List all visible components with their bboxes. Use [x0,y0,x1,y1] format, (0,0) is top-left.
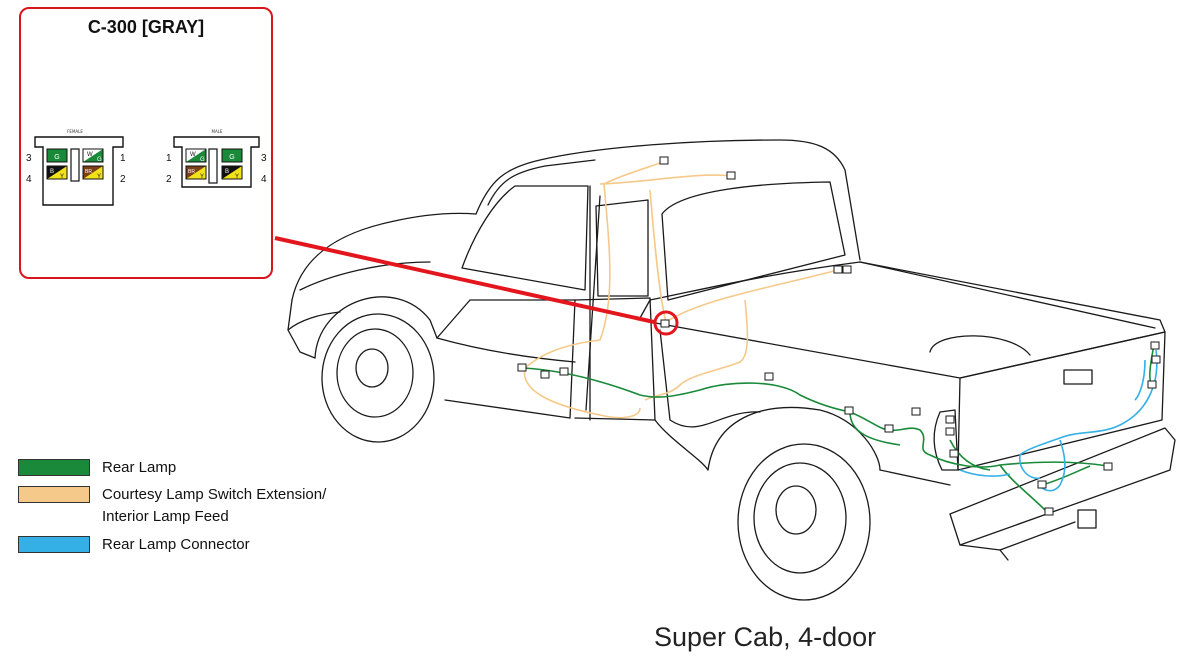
front-door [436,299,576,419]
male-pin-1-label: 1 [166,153,172,164]
male-pin-4-label: 4 [261,174,267,185]
callout-circle [653,310,679,336]
rear-wheel-arch [707,406,881,471]
female-pin-2-label: 2 [120,174,126,185]
svg-text:Y: Y [97,174,101,180]
male-pin-1-cell: W G [185,148,207,163]
callout-line [274,236,655,324]
legend-label-rear-lamp-connector: Rear Lamp Connector [102,536,250,553]
male-pin-2-label: 2 [166,174,172,185]
legend-swatch-courtesy-lamp [18,486,90,503]
female-pin-1-label: 1 [120,153,126,164]
diagram-caption: Super Cab, 4-door [654,622,877,652]
legend-label-rear-lamp: Rear Lamp [102,459,177,476]
svg-text:Y: Y [200,174,204,180]
male-pin-3-cell [221,148,243,163]
connector-title: C-300 [GRAY] [87,17,205,37]
truck-bed [649,261,1166,379]
female-pin-3-label: 3 [26,153,32,164]
rear-bumper [949,427,1176,546]
connector-views: FEMALE G W G B Y [26,129,267,206]
svg-text:BR: BR [188,169,195,175]
female-pin-4-cell: B Y [46,165,68,180]
rear-window [661,181,846,301]
male-pin-2-cell: BR Y [185,165,207,180]
connector-inset: C-300 [GRAY] FEMALE G W G [19,7,273,279]
rear-wheel [737,443,871,601]
male-pin-3-letter: G [229,154,234,161]
taillight [933,409,959,471]
male-label: MALE [212,129,223,134]
legend-swatch-rear-lamp [18,459,90,476]
svg-text:W: W [87,152,93,158]
female-pin-4-label: 4 [26,174,32,185]
svg-text:Y: Y [235,174,239,180]
female-connector: FEMALE G W G B Y [26,129,126,206]
legend-label-courtesy-lamp-line2: Interior Lamp Feed [102,508,229,525]
svg-text:W: W [190,152,196,158]
male-pin-4-cell: B Y [221,165,243,180]
female-pin-1-cell: W G [82,148,104,163]
legend-swatch-rear-lamp-connector [18,536,90,553]
svg-text:Y: Y [60,174,64,180]
cab-roof [475,139,861,261]
male-connector: MALE W G G BR Y [166,129,267,188]
svg-text:B: B [50,169,54,175]
female-pin-3-letter: G [54,154,59,161]
svg-text:G: G [200,157,205,163]
front-door-window [595,199,649,297]
truck-hood [291,212,477,301]
svg-text:B: B [225,169,229,175]
front-wheel [321,313,435,443]
male-pin-3-label: 3 [261,153,267,164]
tailgate [957,331,1166,471]
front-wheel-arch [314,296,438,359]
female-label: FEMALE [67,129,83,134]
legend-label-courtesy-lamp: Courtesy Lamp Switch Extension/ [102,486,327,503]
windshield [461,185,589,291]
svg-text:G: G [97,157,102,163]
female-pin-3-cell [46,148,68,163]
female-pin-2-cell: BR Y [82,165,104,180]
svg-text:BR: BR [85,169,92,175]
